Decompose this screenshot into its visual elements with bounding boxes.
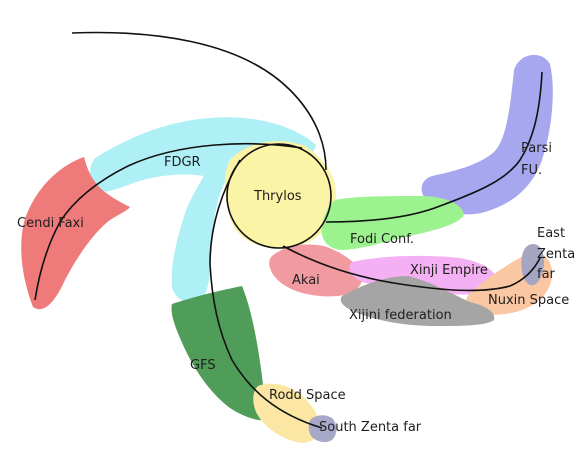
label-south-zenta-far: South Zenta far [319, 420, 422, 435]
region-xijini-federation[interactable] [340, 276, 495, 326]
label-xijini-federation: Xijini federation [349, 308, 452, 323]
route-fdgr-cendi [34, 143, 303, 301]
route-outer-arc [71, 31, 327, 171]
label-akai: Akai [292, 273, 320, 288]
label-east-line2: Zenta [537, 247, 575, 262]
label-xinji-empire: Xinji Empire [410, 263, 488, 278]
region-fdgr[interactable] [89, 117, 317, 303]
label-nuxin-space: Nuxin Space [488, 293, 569, 308]
region-south-zenta-far[interactable] [308, 415, 337, 443]
label-east-line3: far [537, 267, 556, 282]
label-east-line1: East [537, 226, 565, 241]
region-akai[interactable] [269, 244, 363, 297]
region-thrylos[interactable] [224, 141, 337, 249]
route-gfs-south [209, 159, 323, 429]
route-akai-nuxin [282, 245, 541, 292]
label-parsi-line2: FU. [521, 163, 542, 178]
region-gfs[interactable] [171, 286, 267, 421]
label-gfs: GFS [190, 358, 216, 373]
label-fdgr: FDGR [164, 155, 201, 170]
label-thrylos: Thrylos [253, 189, 302, 204]
label-rodd-space: Rodd Space [269, 388, 346, 403]
label-parsi-line1: Parsi [521, 141, 552, 156]
region-cendi-faxi[interactable] [21, 157, 130, 310]
region-parsi-fu[interactable] [421, 54, 553, 215]
route-fodi-parsi [325, 71, 543, 223]
thrylos-orbit-ring [226, 143, 332, 249]
label-cendi-faxi: Cendi Faxi [17, 216, 84, 231]
label-fodi-conf: Fodi Conf. [350, 232, 414, 247]
